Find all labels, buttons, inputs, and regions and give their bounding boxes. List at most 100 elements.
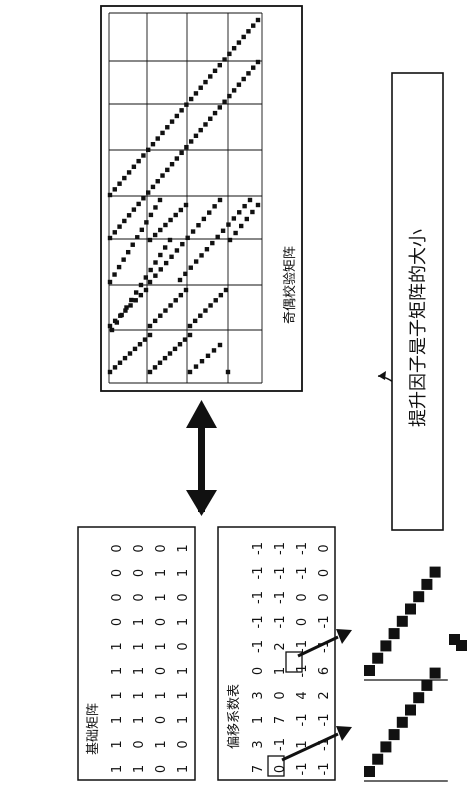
matrix-entry — [158, 252, 163, 258]
matrix-entry — [147, 332, 153, 338]
base-matrix-cell: 0 — [154, 618, 169, 626]
submatrix-entry — [421, 578, 433, 590]
matrix-entry — [147, 279, 153, 285]
matrix-entry — [168, 303, 173, 308]
matrix-entry — [215, 234, 220, 240]
matrix-entry — [251, 23, 256, 28]
base-matrix-cell: 0 — [154, 667, 169, 675]
base-matrix-cell: 1 — [176, 618, 191, 626]
matrix-entry — [198, 127, 203, 133]
matrix-entry — [147, 323, 153, 329]
matrix-entry — [153, 260, 158, 265]
matrix-entry — [226, 222, 231, 227]
matrix-entry — [153, 273, 158, 278]
base-matrix-panel — [77, 526, 196, 781]
matrix-entry — [155, 179, 160, 184]
shift-table-cell: 7 — [273, 716, 288, 724]
matrix-entry — [167, 351, 173, 356]
submatrix-entry — [413, 591, 425, 603]
matrix-entry — [107, 323, 113, 329]
matrix-entry — [116, 264, 122, 270]
matrix-entry — [155, 136, 160, 141]
matrix-entry — [193, 133, 199, 139]
matrix-entry — [212, 110, 218, 116]
matrix-entry — [143, 275, 149, 280]
matrix-entry — [227, 51, 232, 57]
matrix-entry — [212, 68, 218, 74]
matrix-entry — [157, 197, 163, 203]
matrix-entry — [141, 196, 146, 201]
matrix-entry — [112, 230, 117, 235]
base-matrix-cell: 1 — [132, 667, 147, 675]
matrix-entry — [192, 318, 198, 324]
matrix-entry — [217, 105, 223, 110]
base-matrix-cell: 1 — [110, 642, 125, 650]
matrix-entry — [177, 277, 183, 283]
matrix-entry — [210, 240, 215, 246]
submatrix-entry — [421, 679, 433, 691]
matrix-entry — [112, 365, 118, 370]
submatrix-entry — [429, 566, 441, 578]
matrix-entry — [123, 308, 128, 313]
shift-table-cell: 0 — [273, 765, 288, 773]
base-matrix-cell: 1 — [176, 691, 191, 699]
shift-table-cell: 6 — [317, 667, 332, 675]
base-matrix-cell: 1 — [110, 740, 125, 748]
base-matrix-cell: 0 — [132, 544, 147, 552]
shift-highlight-two — [285, 651, 303, 673]
shift-table-cell: 1 — [251, 716, 266, 724]
shift-table-cell: 0 — [317, 593, 332, 601]
matrix-entry — [167, 237, 173, 243]
matrix-entry — [112, 272, 117, 277]
shift-table-cell: -1 — [251, 640, 266, 653]
matrix-entry — [251, 65, 256, 70]
base-matrix-cell: 1 — [154, 593, 169, 601]
matrix-entry — [217, 62, 223, 68]
matrix-entry — [137, 342, 143, 347]
matrix-entry — [143, 287, 149, 293]
submatrix-entry — [405, 704, 416, 716]
submatrix-entry — [372, 652, 384, 664]
matrix-entry — [225, 369, 231, 375]
shift-table-cell: -1 — [273, 738, 288, 751]
matrix-entry — [193, 259, 199, 264]
base-matrix-cell: 1 — [110, 691, 125, 699]
shift-table-cell: -1 — [317, 616, 332, 629]
matrix-entry — [148, 267, 153, 273]
submatrix-entry — [396, 716, 408, 728]
matrix-entry — [177, 342, 183, 347]
matrix-entry — [242, 203, 247, 209]
matrix-entry — [241, 76, 246, 82]
submatrix-shift-two — [364, 566, 448, 681]
matrix-entry — [107, 192, 113, 198]
matrix-entry — [162, 245, 168, 250]
matrix-entry — [207, 210, 212, 215]
matrix-entry — [128, 303, 133, 308]
submatrix-entry — [380, 741, 392, 753]
submatrix-entry — [388, 729, 400, 741]
submatrix-entry — [396, 615, 408, 627]
base-matrix-cell: 0 — [132, 569, 147, 577]
matrix-entry — [187, 369, 193, 375]
matrix-entry — [138, 292, 144, 298]
matrix-entry — [199, 253, 204, 258]
base-matrix-cell: 1 — [132, 642, 147, 650]
matrix-entry — [117, 224, 122, 229]
matrix-entry — [255, 202, 261, 208]
base-matrix-cell: 0 — [110, 618, 125, 626]
matrix-entry — [172, 346, 178, 352]
matrix-entry — [198, 85, 203, 90]
matrix-entry — [126, 213, 132, 218]
shift-table-group: 偏移系数表 73130-1-1-1-1-10-17012-1-1-1-1-11-… — [227, 542, 332, 775]
arrow-head-two-icon — [336, 629, 352, 644]
submatrix-shift-zero — [364, 634, 467, 782]
shift-table-cell: -1 — [317, 763, 332, 776]
matrix-entry — [117, 360, 123, 365]
submatrix-entry — [364, 665, 375, 676]
matrix-entry — [107, 369, 113, 375]
base-matrix-cell: 1 — [132, 716, 147, 724]
parity-check-panel — [100, 5, 303, 392]
shift-table-cell: 1 — [273, 667, 288, 675]
matrix-entry — [124, 305, 129, 310]
